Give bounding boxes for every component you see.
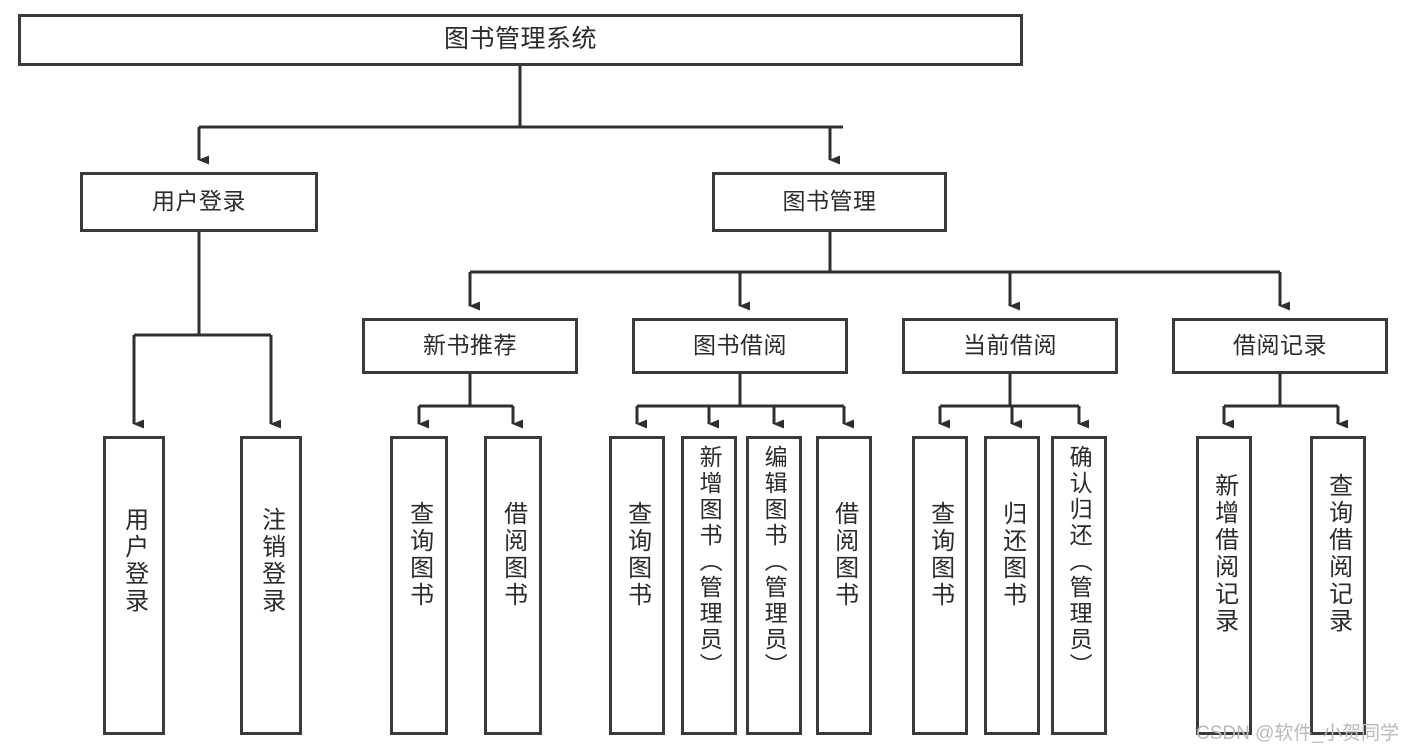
- leaf-borrow-book-newbook[interactable]: 借阅图书: [484, 436, 542, 735]
- leaf-edit-book-admin-label: 编辑图书（管理员）: [761, 445, 788, 679]
- leaf-return-book-label: 归还图书: [998, 501, 1026, 609]
- node-book-management-label: 图书管理: [782, 188, 877, 215]
- leaf-user-login-label: 用户登录: [120, 507, 148, 615]
- node-user-login[interactable]: 用户登录: [80, 172, 318, 232]
- node-new-book-recommend-label: 新书推荐: [423, 332, 517, 359]
- node-book-borrow-label: 图书借阅: [693, 332, 787, 359]
- leaf-confirm-return-admin-label: 确认归还（管理员）: [1066, 445, 1093, 679]
- leaf-query-borrow-record-label: 查询借阅记录: [1324, 473, 1352, 635]
- leaf-add-borrow-record[interactable]: 新增借阅记录: [1196, 436, 1252, 735]
- node-borrow-record[interactable]: 借阅记录: [1172, 318, 1388, 374]
- leaf-confirm-return-admin[interactable]: 确认归还（管理员）: [1051, 436, 1107, 735]
- leaf-query-book-borrow-label: 查询图书: [623, 501, 651, 609]
- node-root-label: 图书管理系统: [443, 25, 597, 54]
- leaf-query-book-current[interactable]: 查询图书: [912, 436, 968, 735]
- leaf-edit-book-admin[interactable]: 编辑图书（管理员）: [746, 436, 802, 735]
- csdn-watermark: CSDN @软件_小贺同学: [1196, 723, 1399, 744]
- leaf-borrow-book-newbook-label: 借阅图书: [499, 501, 527, 609]
- node-new-book-recommend[interactable]: 新书推荐: [362, 318, 578, 374]
- leaf-borrow-book-label: 借阅图书: [830, 501, 858, 609]
- leaf-user-login[interactable]: 用户登录: [103, 436, 165, 735]
- leaf-logout-label: 注销登录: [257, 507, 285, 615]
- leaf-borrow-book[interactable]: 借阅图书: [816, 436, 872, 735]
- node-borrow-record-label: 借阅记录: [1233, 332, 1327, 359]
- node-book-borrow[interactable]: 图书借阅: [632, 318, 848, 374]
- node-current-borrow-label: 当前借阅: [963, 332, 1057, 359]
- leaf-query-borrow-record[interactable]: 查询借阅记录: [1310, 436, 1366, 735]
- node-root-book-management-system[interactable]: 图书管理系统: [18, 14, 1023, 66]
- leaf-return-book[interactable]: 归还图书: [984, 436, 1040, 735]
- node-book-management[interactable]: 图书管理: [712, 172, 947, 232]
- leaf-logout[interactable]: 注销登录: [240, 436, 302, 735]
- leaf-add-book-admin[interactable]: 新增图书（管理员）: [681, 436, 737, 735]
- node-current-borrow[interactable]: 当前借阅: [902, 318, 1118, 374]
- leaf-query-book-current-label: 查询图书: [926, 501, 954, 609]
- leaf-query-book-newbook[interactable]: 查询图书: [390, 436, 448, 735]
- leaf-add-book-admin-label: 新增图书（管理员）: [696, 445, 723, 679]
- leaf-add-borrow-record-label: 新增借阅记录: [1210, 473, 1238, 635]
- node-user-login-label: 用户登录: [152, 188, 246, 215]
- leaf-query-book-newbook-label: 查询图书: [405, 501, 433, 609]
- leaf-query-book-borrow[interactable]: 查询图书: [609, 436, 665, 735]
